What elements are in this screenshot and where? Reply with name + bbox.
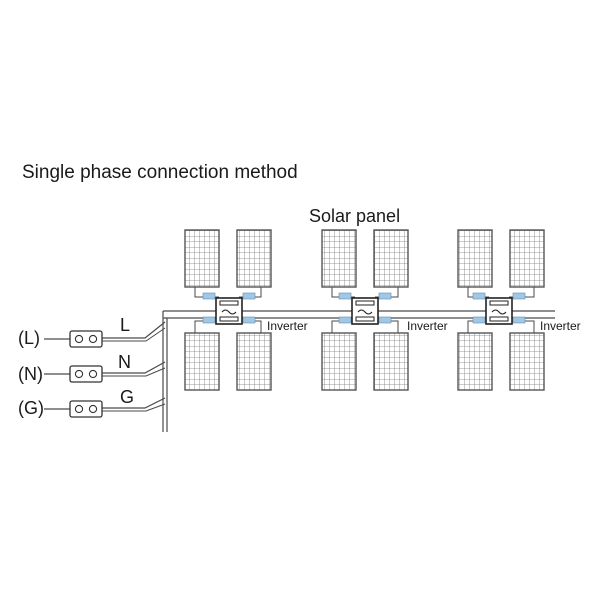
terminal-label-n: (N) xyxy=(18,364,43,384)
solar-panel-1-bottom-1 xyxy=(373,332,409,391)
connector-0-1 xyxy=(242,292,256,300)
terminal-block-0 xyxy=(69,330,103,348)
terminal-block-1 xyxy=(69,365,103,383)
solar-panels-group xyxy=(184,229,545,391)
inverter-wave-0 xyxy=(221,309,237,315)
inverter-wave-2 xyxy=(491,309,507,315)
inverter-bar-bottom-1 xyxy=(355,316,375,322)
connector-2-3 xyxy=(512,316,526,324)
feed-wire-2 xyxy=(100,397,166,409)
connector-1-2 xyxy=(338,316,352,324)
terminals-group xyxy=(44,330,103,418)
terminal-screw-a-2 xyxy=(74,404,84,414)
solar-panel-0-top-0 xyxy=(184,229,220,288)
terminal-screw-b-0 xyxy=(88,334,98,344)
feed-wire-b-0 xyxy=(100,327,166,342)
solar-panel-2-bottom-0 xyxy=(457,332,493,391)
solar-panel-0-bottom-1 xyxy=(236,332,272,391)
inverter-label-2: Inverter xyxy=(407,319,448,333)
terminal-label-l: (L) xyxy=(18,328,40,348)
solar-panel-2-top-1 xyxy=(509,229,545,288)
diagram-title: Single phase connection method xyxy=(22,162,298,183)
solar-panel-2-bottom-1 xyxy=(509,332,545,391)
connector-1-0 xyxy=(338,292,352,300)
solar-panel-1-top-1 xyxy=(373,229,409,288)
wire-label-g: G xyxy=(120,387,135,407)
connector-1-3 xyxy=(378,316,392,324)
connector-2-0 xyxy=(472,292,486,300)
inverter-bar-bottom-2 xyxy=(489,316,509,322)
inverters-group xyxy=(202,292,526,325)
solar-panel-1-bottom-0 xyxy=(321,332,357,391)
inverter-label-1: Inverter xyxy=(267,319,308,333)
terminal-screw-b-2 xyxy=(88,404,98,414)
solar-panel-2-top-0 xyxy=(457,229,493,288)
inverter-bar-top-0 xyxy=(219,300,239,306)
solar-panel-1-top-0 xyxy=(321,229,357,288)
inverter-bar-bottom-0 xyxy=(219,316,239,322)
terminal-screw-a-0 xyxy=(74,334,84,344)
connector-0-2 xyxy=(202,316,216,324)
inverter-wave-1 xyxy=(357,309,373,315)
connector-2-2 xyxy=(472,316,486,324)
wire-label-l: L xyxy=(120,315,131,335)
terminal-block-2 xyxy=(69,400,103,418)
feed-wire-1 xyxy=(100,361,166,374)
feed-wire-b-1 xyxy=(100,367,166,377)
terminal-screw-a-1 xyxy=(74,369,84,379)
terminal-screw-b-1 xyxy=(88,369,98,379)
connector-1-1 xyxy=(378,292,392,300)
inverter-bar-top-1 xyxy=(355,300,375,306)
feed-wire-b-2 xyxy=(100,403,166,412)
connector-0-0 xyxy=(202,292,216,300)
solar-panel-0-top-1 xyxy=(236,229,272,288)
connector-2-1 xyxy=(512,292,526,300)
inverter-label-3: Inverter xyxy=(540,319,581,333)
inverter-bar-top-2 xyxy=(489,300,509,306)
feed-wire-0 xyxy=(100,321,166,339)
solar-panel-label: Solar panel xyxy=(309,206,401,226)
solar-panel-0-bottom-0 xyxy=(184,332,220,391)
terminal-label-g: (G) xyxy=(18,398,44,418)
wire-label-n: N xyxy=(118,352,131,372)
connector-0-3 xyxy=(242,316,256,324)
